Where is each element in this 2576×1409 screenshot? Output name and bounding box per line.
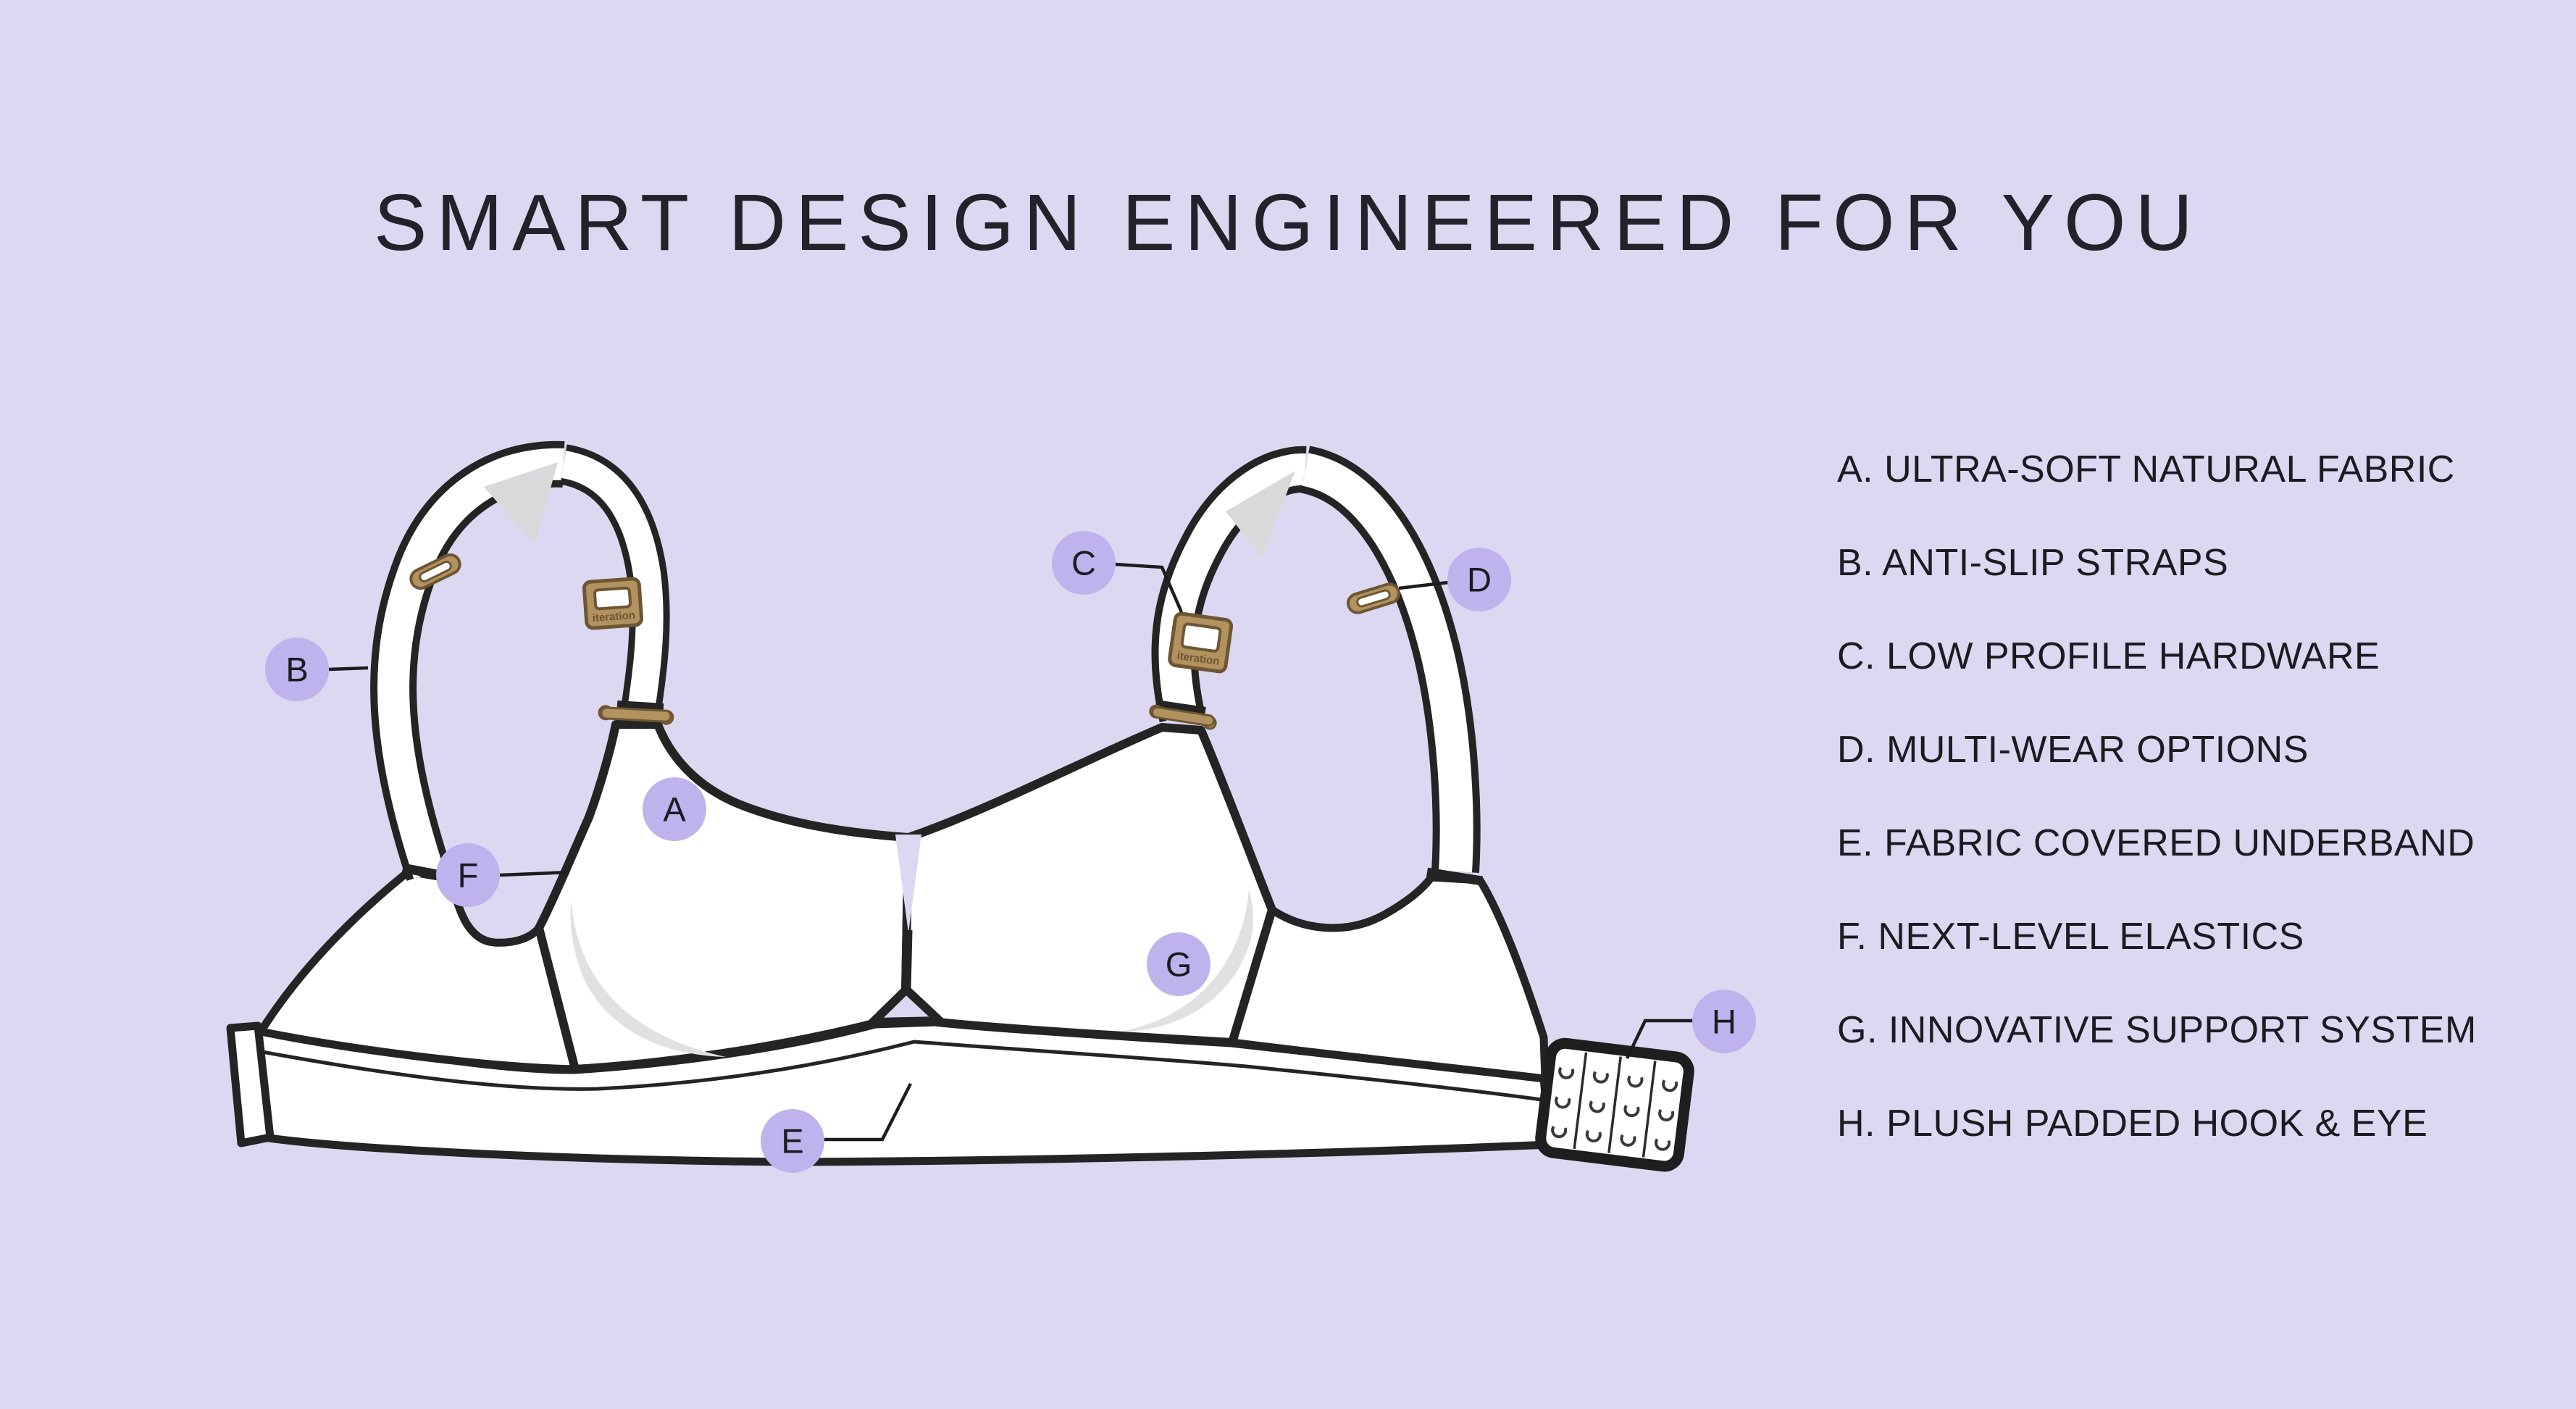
- right-strap-cup-join: [1160, 701, 1206, 714]
- left-cup: [535, 720, 913, 1074]
- callout-B-label: B: [285, 651, 308, 689]
- feature-list: A. ULTRA-SOFT NATURAL FABRIC B. ANTI-SLI…: [1837, 448, 2477, 1145]
- callout-H-line: [1625, 1019, 1693, 1059]
- callout-A-label: A: [663, 790, 686, 829]
- callout-E-label: E: [781, 1122, 803, 1161]
- right-strap-twist-shading: [1226, 471, 1295, 558]
- callout-H-circle: [1692, 990, 1756, 1053]
- left-strap-slider: iteration: [582, 577, 644, 630]
- callout-H-label: H: [1712, 1003, 1736, 1041]
- callout-F-line: [499, 870, 570, 877]
- hook-eye-hooks: [1551, 1066, 1678, 1151]
- callout-B-line: [328, 666, 369, 672]
- right-strap-wing-join: [1426, 867, 1484, 886]
- left-wing: [256, 867, 580, 1074]
- callout-lines: [328, 562, 1693, 1142]
- feature-item-e: E. FABRIC COVERED UNDERBAND: [1837, 822, 2475, 864]
- feature-item-h: H. PLUSH PADDED HOOK & EYE: [1837, 1103, 2428, 1145]
- right-strap-slider: iteration: [1168, 611, 1234, 674]
- left-apex-gold-ring: [598, 705, 674, 725]
- feature-item-g: G. INNOVATIVE SUPPORT SYSTEM: [1837, 1009, 2477, 1051]
- callout-E-circle: [761, 1109, 824, 1173]
- callout-C-label: C: [1071, 544, 1096, 582]
- right-apex-gold-ring: [1149, 704, 1217, 730]
- feature-item-c: C. LOW PROFILE HARDWARE: [1837, 635, 2380, 677]
- feature-item-f: F. NEXT-LEVEL ELASTICS: [1837, 916, 2304, 958]
- left-strap-multiwear-hook: [409, 553, 461, 590]
- callout-D-label: D: [1467, 561, 1492, 599]
- band-end-cap: [226, 1021, 275, 1147]
- gore-notch: [895, 835, 921, 933]
- left-strap-front-segment: [561, 451, 664, 716]
- gore-seam: [901, 929, 913, 992]
- callout-F-circle: [436, 843, 500, 907]
- callout-E-line: [824, 1082, 913, 1142]
- underband-seam: [262, 1040, 1542, 1102]
- callout-G-circle: [1147, 932, 1210, 996]
- callout-A-circle: [643, 777, 706, 841]
- left-strap-twist-shading: [484, 462, 558, 545]
- left-strap-back-segment: [377, 448, 564, 879]
- right-wing: [1228, 873, 1550, 1083]
- callout-B-circle: [265, 637, 329, 701]
- feature-item-b: B. ANTI-SLIP STRAPS: [1837, 542, 2229, 584]
- callout-D-circle: [1447, 548, 1511, 611]
- callout-D-line: [1398, 580, 1449, 590]
- right-strap-multiwear-hook: [1347, 582, 1400, 614]
- hook-eye-closure: [1535, 1037, 1694, 1172]
- feature-item-d: D. MULTI-WEAR OPTIONS: [1837, 729, 2309, 771]
- page-title: SMART DESIGN ENGINEERED FOR YOU: [374, 178, 2202, 267]
- callout-C-line: [1115, 562, 1184, 613]
- left-slider-brand-engraving: iteration: [592, 609, 635, 624]
- callout-markers: A B C D E F G H: [265, 531, 1756, 1173]
- callout-F-label: F: [458, 856, 479, 895]
- gore-triangle: [869, 985, 944, 1027]
- feature-item-a: A. ULTRA-SOFT NATURAL FABRIC: [1837, 448, 2455, 490]
- callout-G-label: G: [1166, 945, 1192, 984]
- left-strap-cup-join: [616, 701, 664, 711]
- callout-C-circle: [1052, 531, 1116, 595]
- right-strap-back-segment: [1301, 453, 1473, 873]
